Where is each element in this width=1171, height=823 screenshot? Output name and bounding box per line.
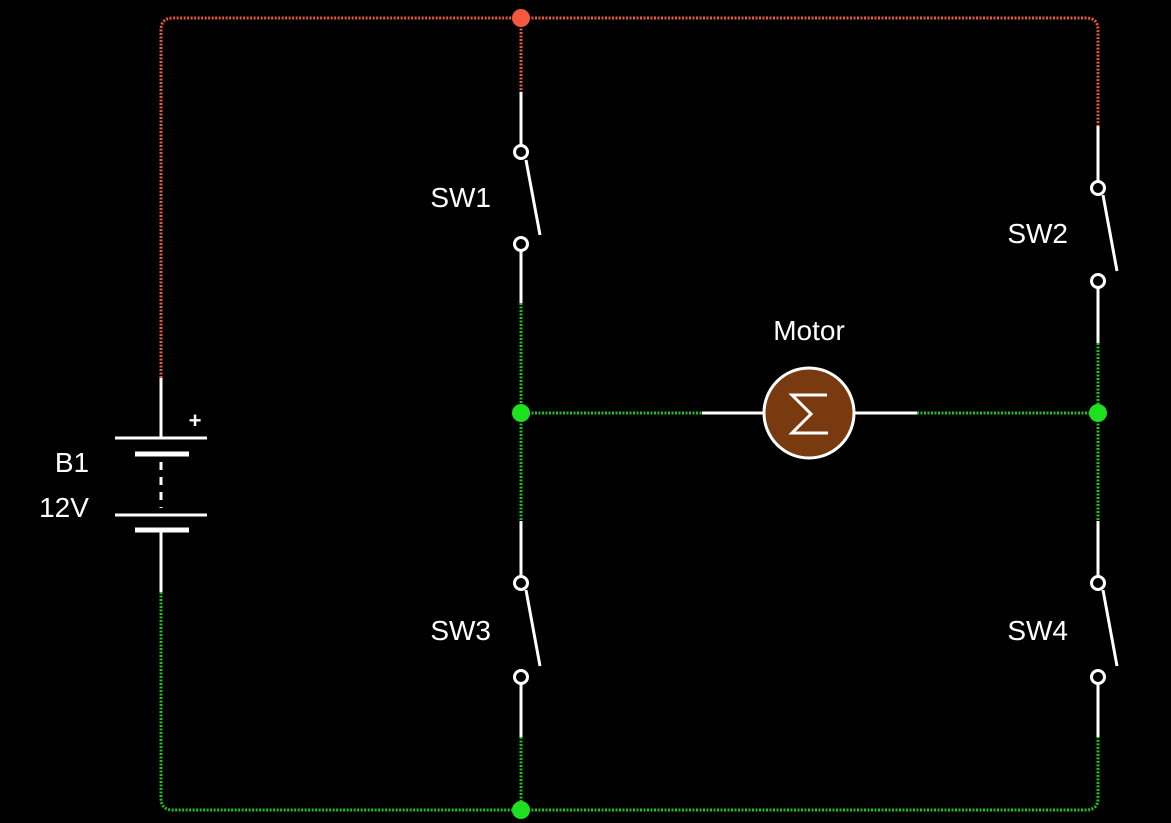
battery-name-label: B1: [55, 447, 89, 478]
positive-wire-top-right[interactable]: [521, 16, 1100, 126]
ground-rail: [159, 303, 1100, 812]
switch-open-icon: [513, 144, 542, 252]
switch-sw4[interactable]: SW4: [1007, 575, 1119, 685]
switch-sw3[interactable]: SW3: [430, 575, 542, 685]
motor-component[interactable]: Motor: [762, 315, 856, 460]
switch-label-sw3: SW3: [430, 615, 491, 646]
battery-b1[interactable]: + B1 12V: [39, 408, 207, 533]
battery-plus-sign: +: [189, 408, 202, 433]
switch-open-icon: [1090, 180, 1119, 289]
battery-voltage-label: 12V: [39, 492, 89, 523]
node-right-motor[interactable]: [1089, 404, 1107, 422]
ground-wire-bottom-right[interactable]: [521, 737, 1100, 812]
switch-label-sw2: SW2: [1007, 218, 1068, 249]
positive-wire-battery-to-top[interactable]: [159, 16, 521, 378]
motor-label: Motor: [773, 315, 845, 346]
node-top-positive[interactable]: [512, 9, 530, 27]
positive-rail: [159, 16, 1100, 378]
component-leads: [159, 92, 1100, 737]
node-left-motor[interactable]: [512, 404, 530, 422]
node-bottom-ground[interactable]: [512, 801, 530, 819]
switch-label-sw4: SW4: [1007, 615, 1068, 646]
battery-icon: [115, 436, 207, 533]
switch-label-sw1: SW1: [430, 182, 491, 213]
switch-open-icon: [513, 575, 542, 685]
ground-wire-battery-to-bottom[interactable]: [159, 592, 521, 812]
switch-open-icon: [1090, 575, 1119, 685]
switch-sw2[interactable]: SW2: [1007, 180, 1119, 289]
switch-sw1[interactable]: SW1: [430, 144, 542, 252]
motor-sigma-glyph: [788, 393, 828, 435]
junction-nodes: [512, 9, 1107, 819]
